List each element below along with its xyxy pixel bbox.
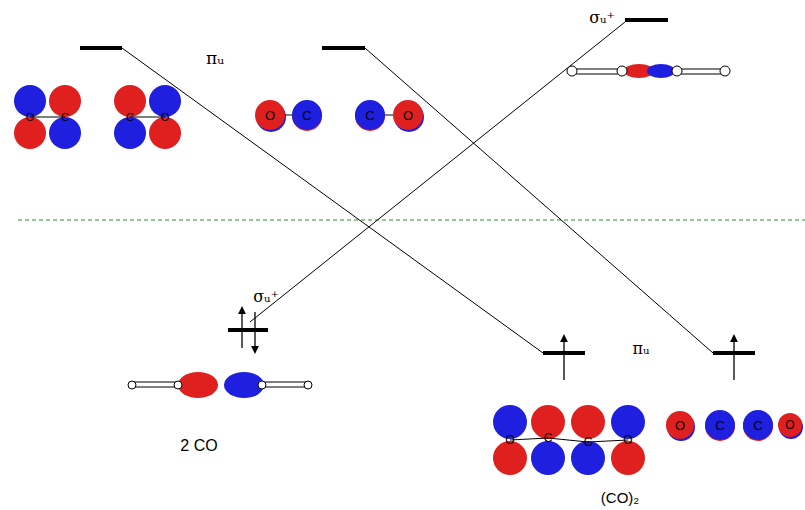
atom-label: C bbox=[544, 432, 553, 444]
atom-label: C bbox=[753, 419, 762, 432]
orbital-symmetry-label: πᵤ bbox=[206, 50, 224, 67]
atom-label: O bbox=[161, 112, 170, 123]
atom-label: C bbox=[584, 436, 593, 448]
atom-label: O bbox=[265, 109, 275, 122]
electron-arrows bbox=[242, 310, 734, 380]
atom-label: O bbox=[26, 112, 35, 123]
atom-label: C bbox=[126, 112, 134, 123]
atom-label: C bbox=[302, 109, 311, 122]
atom-label: O bbox=[505, 434, 514, 446]
atom-label: C bbox=[61, 112, 69, 123]
atom-label: C bbox=[715, 419, 724, 432]
molecule-label: (CO)₂ bbox=[601, 490, 639, 505]
dashed-reference-line bbox=[18, 220, 805, 221]
orbital-symmetry-label: πᵤ bbox=[633, 341, 650, 357]
atom-label: O bbox=[623, 434, 632, 446]
atom-label: O bbox=[785, 419, 794, 431]
atom-label: O bbox=[675, 419, 685, 432]
molecule-label: 2 CO bbox=[180, 438, 217, 454]
orbital-symmetry-label: σᵤ⁺ bbox=[253, 289, 279, 305]
atom-label: C bbox=[365, 109, 374, 122]
pi-orbital-pictures bbox=[14, 85, 803, 475]
atom-label: O bbox=[403, 109, 413, 122]
energy-levels bbox=[80, 20, 755, 353]
sigma-orbital-pictures bbox=[128, 64, 730, 398]
correlation-lines bbox=[122, 22, 713, 353]
orbital-symmetry-label: σᵤ⁺ bbox=[589, 10, 615, 26]
